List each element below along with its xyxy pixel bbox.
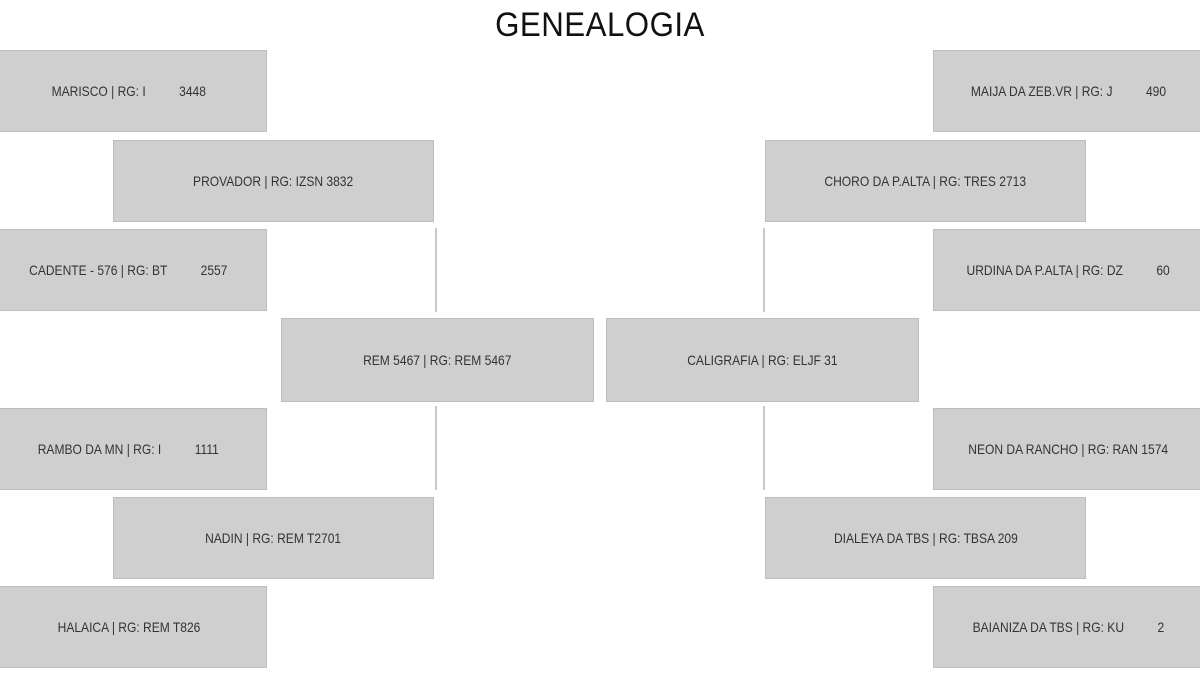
pedigree-box-dam-sire-left[interactable]: RAMBO DA MN | RG: I 1111 [0, 408, 267, 490]
pedigree-box-animal-left[interactable]: REM 5467 | RG: REM 5467 [281, 318, 594, 402]
pedigree-box-animal-right[interactable]: CALIGRAFIA | RG: ELJF 31 [606, 318, 919, 402]
pedigree-label: NADIN | RG: REM T2701 [205, 530, 342, 546]
pedigree-box-dam-left[interactable]: NADIN | RG: REM T2701 [113, 497, 434, 579]
pedigree-box-sire-right[interactable]: CHORO DA P.ALTA | RG: TRES 2713 [765, 140, 1086, 222]
pedigree-box-sire-dam-right[interactable]: URDINA DA P.ALTA | RG: DZ 60 [933, 229, 1200, 311]
pedigree-label: CADENTE - 576 | RG: BT 2557 [29, 262, 228, 278]
pedigree-label: RAMBO DA MN | RG: I 1111 [37, 441, 220, 457]
page-title: GENEALOGIA [495, 6, 705, 44]
pedigree-box-dam-sire-right[interactable]: NEON DA RANCHO | RG: RAN 1574 [933, 408, 1200, 490]
pedigree-box-dam-dam-left[interactable]: HALAICA | RG: REM T826 [0, 586, 267, 668]
connector-left-bottom [435, 406, 437, 490]
pedigree-label: CALIGRAFIA | RG: ELJF 31 [687, 352, 838, 368]
pedigree-label: REM 5467 | RG: REM 5467 [363, 352, 512, 368]
pedigree-box-dam-dam-right[interactable]: BAIANIZA DA TBS | RG: KU 2 [933, 586, 1200, 668]
pedigree-label: DIALEYA DA TBS | RG: TBSA 209 [833, 530, 1018, 546]
pedigree-label: BAIANIZA DA TBS | RG: KU 2 [972, 619, 1164, 635]
pedigree-box-sire-dam-left[interactable]: CADENTE - 576 | RG: BT 2557 [0, 229, 267, 311]
pedigree-label: CHORO DA P.ALTA | RG: TRES 2713 [824, 173, 1027, 189]
pedigree-box-sire-sire-right[interactable]: MAIJA DA ZEB.VR | RG: J 490 [933, 50, 1200, 132]
pedigree-label: MARISCO | RG: I 3448 [51, 83, 206, 99]
pedigree-label: URDINA DA P.ALTA | RG: DZ 60 [966, 262, 1170, 278]
pedigree-label: NEON DA RANCHO | RG: RAN 1574 [968, 441, 1168, 457]
pedigree-box-sire-left[interactable]: PROVADOR | RG: IZSN 3832 [113, 140, 434, 222]
pedigree-label: HALAICA | RG: REM T826 [57, 619, 200, 635]
connector-right-bottom [763, 406, 765, 490]
pedigree-box-sire-sire-left[interactable]: MARISCO | RG: I 3448 [0, 50, 267, 132]
connector-right-top [763, 228, 765, 312]
pedigree-box-dam-right[interactable]: DIALEYA DA TBS | RG: TBSA 209 [765, 497, 1086, 579]
pedigree-label: PROVADOR | RG: IZSN 3832 [193, 173, 354, 189]
pedigree-label: MAIJA DA ZEB.VR | RG: J 490 [970, 83, 1166, 99]
connector-left-top [435, 228, 437, 312]
